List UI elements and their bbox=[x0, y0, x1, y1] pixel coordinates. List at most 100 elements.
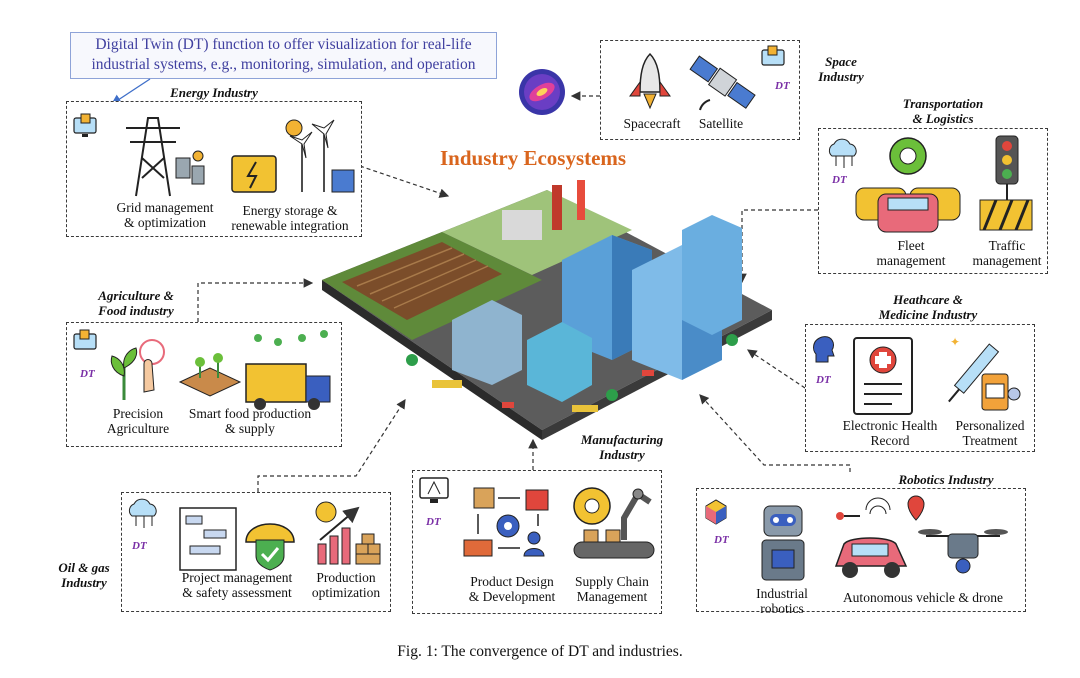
healthcare-title-line2: Medicine Industry bbox=[878, 307, 978, 322]
oilgas-item2-line2: optimization bbox=[311, 585, 381, 600]
robotics-item1-line2: robotics bbox=[760, 601, 804, 616]
dt-label: DT bbox=[832, 174, 847, 186]
healthcare-title: Heathcare & Medicine Industry bbox=[862, 292, 994, 322]
space-title: Space Industry bbox=[806, 54, 876, 84]
dt-ai-head-icon bbox=[810, 334, 838, 369]
robotics-item2-label: Autonomous vehicle & drone bbox=[842, 590, 1004, 605]
oilgas-item1-line2: & safety assessment bbox=[182, 585, 292, 600]
electronic-health-record-icon bbox=[848, 334, 918, 423]
robotics-item1-line1: Industrial bbox=[756, 586, 808, 601]
spacecraft-icon bbox=[628, 52, 672, 115]
energy-arrow bbox=[359, 165, 450, 198]
dt-monitor-icon bbox=[72, 112, 98, 143]
healthcare-arrow bbox=[747, 349, 806, 389]
manufacturing-item1-line1: Product Design bbox=[470, 574, 554, 589]
transport-item1-label: Fleet management bbox=[862, 238, 960, 268]
healthcare-item1-line1: Electronic Health bbox=[842, 418, 938, 433]
transport-item2-line1: Traffic bbox=[988, 238, 1026, 253]
oilgas-item2-line1: Production bbox=[316, 570, 376, 585]
dt-callout: Digital Twin (DT) function to offer visu… bbox=[70, 32, 497, 79]
transport-item2-label: Traffic management bbox=[966, 238, 1048, 268]
agriculture-arrow bbox=[197, 278, 314, 322]
personalized-treatment-icon: ✦ bbox=[942, 334, 1026, 423]
callout-line-1: Digital Twin (DT) function to offer visu… bbox=[95, 36, 472, 53]
healthcare-item1-label: Electronic Health Record bbox=[832, 418, 948, 448]
manufacturing-title-line2: Industry bbox=[599, 447, 645, 462]
transport-item1-line1: Fleet bbox=[897, 238, 925, 253]
space-title-line1: Space bbox=[825, 54, 857, 69]
svg-text:✦: ✦ bbox=[950, 335, 960, 349]
oilgas-title-line1: Oil & gas bbox=[58, 560, 110, 575]
agriculture-item2-label: Smart food production & supply bbox=[180, 406, 320, 436]
healthcare-item2-line2: Treatment bbox=[962, 433, 1018, 448]
dt-monitor-icon bbox=[760, 44, 786, 75]
energy-item2-line2: renewable integration bbox=[231, 218, 349, 233]
energy-industry-box bbox=[66, 101, 362, 237]
agriculture-item2-line1: Smart food production bbox=[188, 406, 312, 421]
dt-label: DT bbox=[132, 540, 147, 552]
dt-label: DT bbox=[816, 374, 831, 386]
transport-item1-line2: management bbox=[876, 253, 946, 268]
manufacturing-title: Manufacturing Industry bbox=[568, 432, 676, 462]
transport-title-line1: Transportation bbox=[902, 96, 984, 111]
industry-ecosystem-city-illustration bbox=[312, 170, 782, 445]
agriculture-item1-line2: Agriculture bbox=[106, 421, 170, 436]
product-design-cycle-icon bbox=[460, 486, 556, 567]
oilgas-arrow bbox=[257, 398, 406, 492]
oilgas-title-line2: Industry bbox=[61, 575, 107, 590]
autonomous-vehicle-drone-icon bbox=[830, 495, 1010, 595]
dt-cloud-icon bbox=[124, 496, 160, 535]
callout-line-2: industrial systems, e.g., monitoring, si… bbox=[91, 56, 476, 73]
robotics-arrow bbox=[699, 394, 851, 472]
galaxy-planet-icon bbox=[518, 68, 566, 121]
energy-item1-label: Grid management & optimization bbox=[106, 200, 224, 230]
satellite-icon bbox=[688, 50, 756, 121]
energy-item1-line1: Grid management bbox=[116, 200, 214, 215]
space-title-line2: Industry bbox=[818, 69, 864, 84]
project-safety-icon bbox=[176, 502, 308, 577]
space-item2-label: Satellite bbox=[698, 116, 744, 131]
oilgas-item1-label: Project management & safety assessment bbox=[170, 570, 304, 600]
dt-cube-icon bbox=[702, 496, 734, 531]
manufacturing-item1-label: Product Design & Development bbox=[456, 574, 568, 604]
agriculture-title-line1: Agriculture & bbox=[98, 288, 174, 303]
space-item1-label: Spacecraft bbox=[623, 116, 681, 131]
fleet-gear-cars-icon bbox=[852, 132, 964, 241]
supply-chain-robot-arm-icon bbox=[566, 480, 658, 571]
manufacturing-item2-line2: Management bbox=[576, 589, 648, 604]
healthcare-title-line1: Heathcare & bbox=[893, 292, 963, 307]
center-title: Industry Ecosystems bbox=[440, 146, 627, 170]
dt-label: DT bbox=[714, 534, 729, 546]
oilgas-title: Oil & gas Industry bbox=[52, 560, 116, 590]
healthcare-item2-label: Personalized Treatment bbox=[948, 418, 1032, 448]
dt-label: DT bbox=[775, 80, 790, 92]
battery-wind-solar-icon bbox=[228, 114, 356, 201]
agriculture-item1-label: Precision Agriculture bbox=[96, 406, 180, 436]
transport-item2-line2: management bbox=[972, 253, 1042, 268]
traffic-light-barrier-icon bbox=[976, 134, 1036, 243]
oilgas-item1-line1: Project management bbox=[181, 570, 293, 585]
energy-item2-line1: Energy storage & bbox=[242, 203, 338, 218]
agriculture-item1-line1: Precision bbox=[112, 406, 164, 421]
figure-caption: Fig. 1: The convergence of DT and indust… bbox=[397, 643, 683, 660]
manufacturing-title-line1: Manufacturing bbox=[580, 432, 664, 447]
agriculture-title-line2: Food industry bbox=[98, 303, 174, 318]
dt-label: DT bbox=[80, 368, 95, 380]
robotics-item1-label: Industrial robotics bbox=[740, 586, 824, 616]
healthcare-item2-line1: Personalized bbox=[955, 418, 1025, 433]
robotics-title: Robotics Industry bbox=[898, 472, 994, 487]
energy-title: Energy Industry bbox=[170, 85, 258, 100]
dt-design-monitor-icon bbox=[418, 476, 450, 511]
smart-food-production-icon bbox=[174, 328, 334, 417]
manufacturing-item2-label: Supply Chain Management bbox=[566, 574, 658, 604]
industrial-robot-icon bbox=[754, 500, 812, 589]
dt-monitor-icon bbox=[72, 328, 98, 359]
transport-title: Transportation & Logistics bbox=[868, 96, 1018, 126]
transport-title-line2: & Logistics bbox=[912, 111, 974, 126]
energy-item2-label: Energy storage & renewable integration bbox=[224, 203, 356, 233]
agriculture-title: Agriculture & Food industry bbox=[84, 288, 188, 318]
dt-cloud-icon bbox=[824, 136, 860, 175]
manufacturing-item1-line2: & Development bbox=[468, 589, 556, 604]
manufacturing-item2-line1: Supply Chain bbox=[575, 574, 649, 589]
